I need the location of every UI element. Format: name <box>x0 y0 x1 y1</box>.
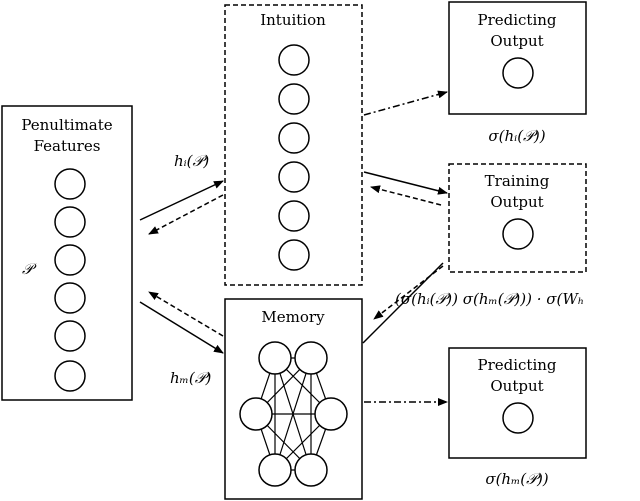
arrow-intuition-to-training <box>363 171 448 195</box>
predicting-output-top-box: Predicting Output <box>448 1 587 115</box>
penultimate-features-box: Penultimate Features 𝒫 <box>1 105 133 401</box>
neuron <box>278 44 310 76</box>
sigma-hi-formula: σ(hᵢ(𝒫)) <box>488 127 545 145</box>
hi-label: hᵢ(𝒫) <box>174 152 209 170</box>
neuron <box>278 83 310 115</box>
training-label-1: Training <box>485 172 550 190</box>
neuron <box>54 282 86 314</box>
neuron <box>294 453 328 487</box>
penultimate-label-2: Features <box>34 137 101 155</box>
predicting-top-label-2: Output <box>490 32 543 50</box>
sigma-hm-formula: σ(hₘ(𝒫)) <box>485 470 548 488</box>
penultimate-label-1: Penultimate <box>21 116 112 134</box>
neuron <box>314 397 348 431</box>
predicting-top-label-1: Predicting <box>477 11 556 29</box>
arrows <box>139 90 448 406</box>
neuron <box>54 244 86 276</box>
hm-label: hₘ(𝒫) <box>170 369 212 387</box>
neuron <box>258 341 292 375</box>
penultimate-neurons <box>54 168 86 392</box>
training-label-2: Output <box>490 193 543 211</box>
training-output-box: Training Output <box>448 163 587 273</box>
neuron <box>258 453 292 487</box>
intuition-label: Intuition <box>260 11 326 29</box>
neuron <box>54 168 86 200</box>
memory-label: Memory <box>261 308 325 326</box>
memory-box: Memory <box>224 298 363 500</box>
training-formula: (σ(hᵢ(𝒫)) σ(hₘ(𝒫))) · σ(Wₕ <box>395 290 584 308</box>
arrow-intuition-to-predicting-top <box>363 90 448 116</box>
neuron <box>239 397 273 431</box>
predicting-bottom-label-2: Output <box>490 377 543 395</box>
neuron <box>54 320 86 352</box>
neuron <box>502 218 534 250</box>
arrow-training-to-intuition <box>370 185 442 206</box>
predicting-output-bottom-box: Predicting Output <box>448 347 587 459</box>
memory-neurons <box>239 341 348 487</box>
neuron <box>294 341 328 375</box>
arrow-training-to-memory <box>373 265 444 320</box>
neuron <box>54 360 86 392</box>
neuron <box>278 239 310 271</box>
neuron <box>54 206 86 238</box>
intuition-box: Intuition <box>224 4 363 286</box>
neuron <box>278 122 310 154</box>
neuron <box>502 402 534 434</box>
arrow-penultimate-to-intuition <box>139 180 224 221</box>
arrow-intuition-to-penultimate <box>148 194 224 235</box>
neuron <box>502 57 534 89</box>
intuition-neurons <box>278 44 310 271</box>
arrow-memory-to-penultimate <box>148 291 224 337</box>
neuron <box>278 200 310 232</box>
neuron <box>278 161 310 193</box>
predicting-bottom-label-1: Predicting <box>477 356 556 374</box>
arrow-penultimate-to-memory <box>139 301 224 354</box>
